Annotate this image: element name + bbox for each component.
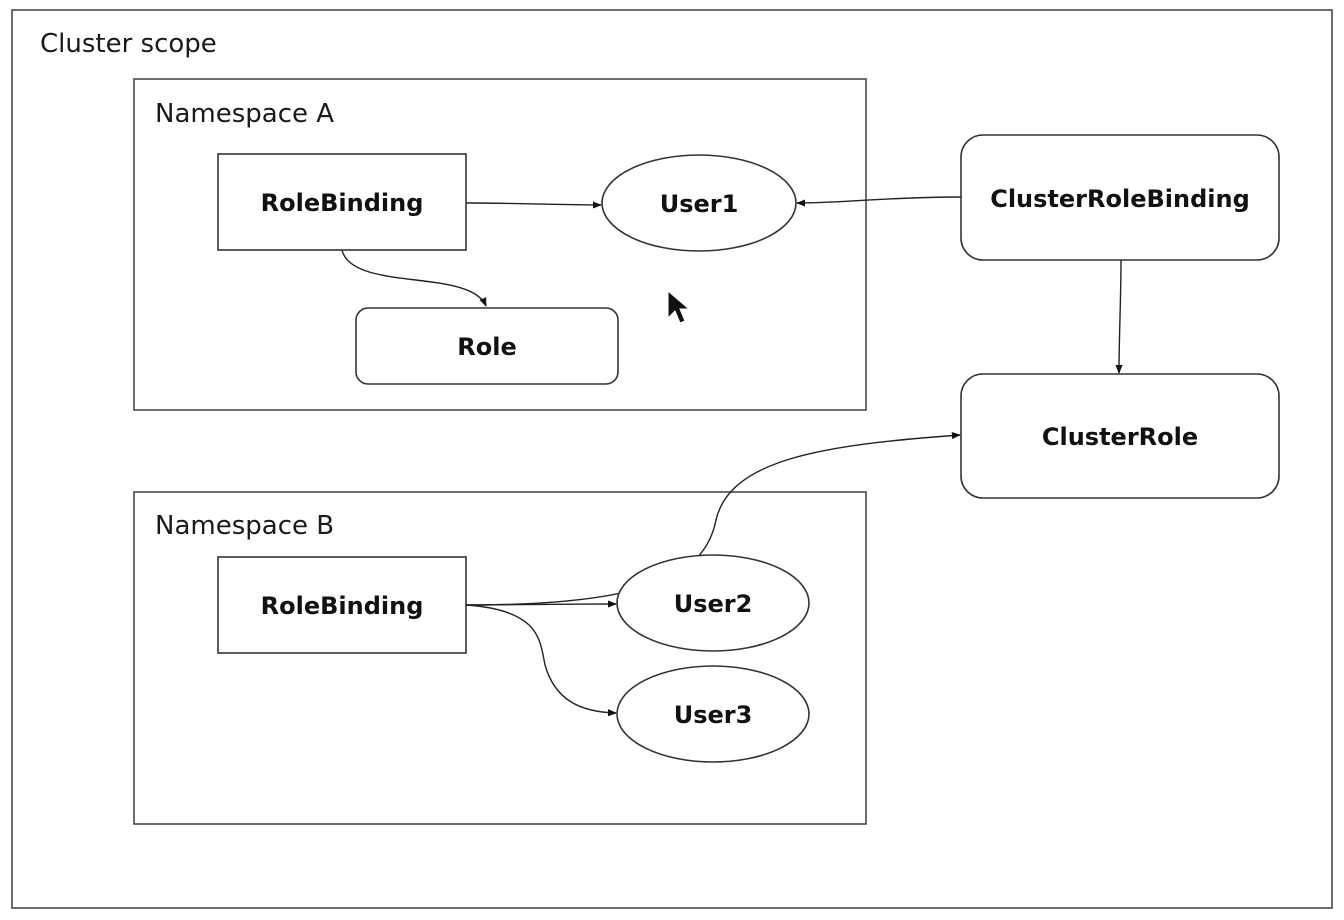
node-ns-b-user3-label: User3 [674, 701, 753, 729]
node-ns-a-user1-label: User1 [660, 190, 739, 218]
node-ns-a-rolebinding: RoleBinding [217, 153, 467, 251]
edge-clusterrolebinding-to-clusterrole [1115, 259, 1123, 374]
namespace-b-region: Namespace B [133, 491, 867, 825]
node-ns-a-role: Role [355, 307, 619, 385]
node-ns-b-rolebinding-label: RoleBinding [261, 592, 424, 620]
node-clusterrolebinding: ClusterRoleBinding [960, 134, 1280, 261]
node-ns-a-role-label: Role [457, 333, 516, 361]
node-ns-a-user1: User1 [601, 154, 797, 252]
node-ns-a-rolebinding-label: RoleBinding [261, 189, 424, 217]
mouse-pointer-icon [667, 289, 691, 324]
node-ns-b-user3: User3 [616, 665, 810, 763]
edges [341, 196, 1123, 717]
namespace-b-label: Namespace B [155, 511, 334, 541]
edge-ns-b-rolebinding-to-clusterrole [465, 431, 961, 606]
namespace-a-label: Namespace A [155, 99, 334, 129]
edge-ns-a-rolebinding-to-user1 [465, 201, 602, 209]
edge-ns-b-rolebinding-to-user2 [465, 600, 617, 608]
edge-ns-a-rolebinding-to-role [341, 249, 487, 307]
node-ns-b-user2: User2 [616, 554, 810, 652]
edge-ns-b-rolebinding-to-user3 [465, 604, 617, 717]
node-clusterrole: ClusterRole [960, 373, 1280, 499]
node-ns-b-user2-label: User2 [674, 590, 753, 618]
cluster-scope-label: Cluster scope [40, 29, 217, 59]
node-clusterrole-label: ClusterRole [1042, 423, 1198, 451]
node-ns-b-rolebinding: RoleBinding [217, 556, 467, 654]
node-clusterrolebinding-label: ClusterRoleBinding [990, 185, 1250, 213]
edge-clusterrolebinding-to-user1 [796, 196, 962, 207]
